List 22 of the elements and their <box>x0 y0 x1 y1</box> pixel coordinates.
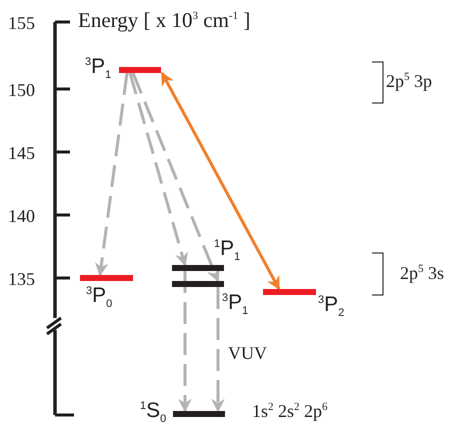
level-label: $^{1}$S$_{0}$ <box>140 400 166 426</box>
level-label: $^{3}$P$_{2}$ <box>318 294 344 320</box>
level-label: $^{1}$P$_{1}$ <box>214 238 240 264</box>
tick-label: 145 <box>8 144 35 162</box>
axis-title: Energy [ x 10$^{3}$ cm$^{-1}$ ] <box>78 10 250 31</box>
tick-label: 155 <box>8 14 35 32</box>
transition-arrow <box>128 72 188 266</box>
configuration-label: 1s$^{2}$ 2s$^{2}$ 2p$^{6}$ <box>252 402 328 420</box>
transition-arrow <box>94 72 128 276</box>
configuration-label: 2p$^{5}$ 3s <box>400 264 444 282</box>
level-label: $^{3}$P$_{1}$ <box>85 56 112 82</box>
edge-label: VUV <box>228 344 267 362</box>
level-label: $^{3}$P$_{1}$ <box>222 292 248 318</box>
transition-arrow <box>132 72 220 282</box>
tick-label: 135 <box>8 270 35 288</box>
tick-label: 140 <box>8 207 35 225</box>
configuration-label: 2p$^{5}$ 3p <box>386 72 432 90</box>
level-label: $^{3}$P$_{0}$ <box>86 285 112 310</box>
transition-arrow <box>178 271 192 412</box>
tick-label: 150 <box>8 81 35 99</box>
transition-arrow <box>160 72 280 290</box>
transition-arrow <box>211 287 225 412</box>
